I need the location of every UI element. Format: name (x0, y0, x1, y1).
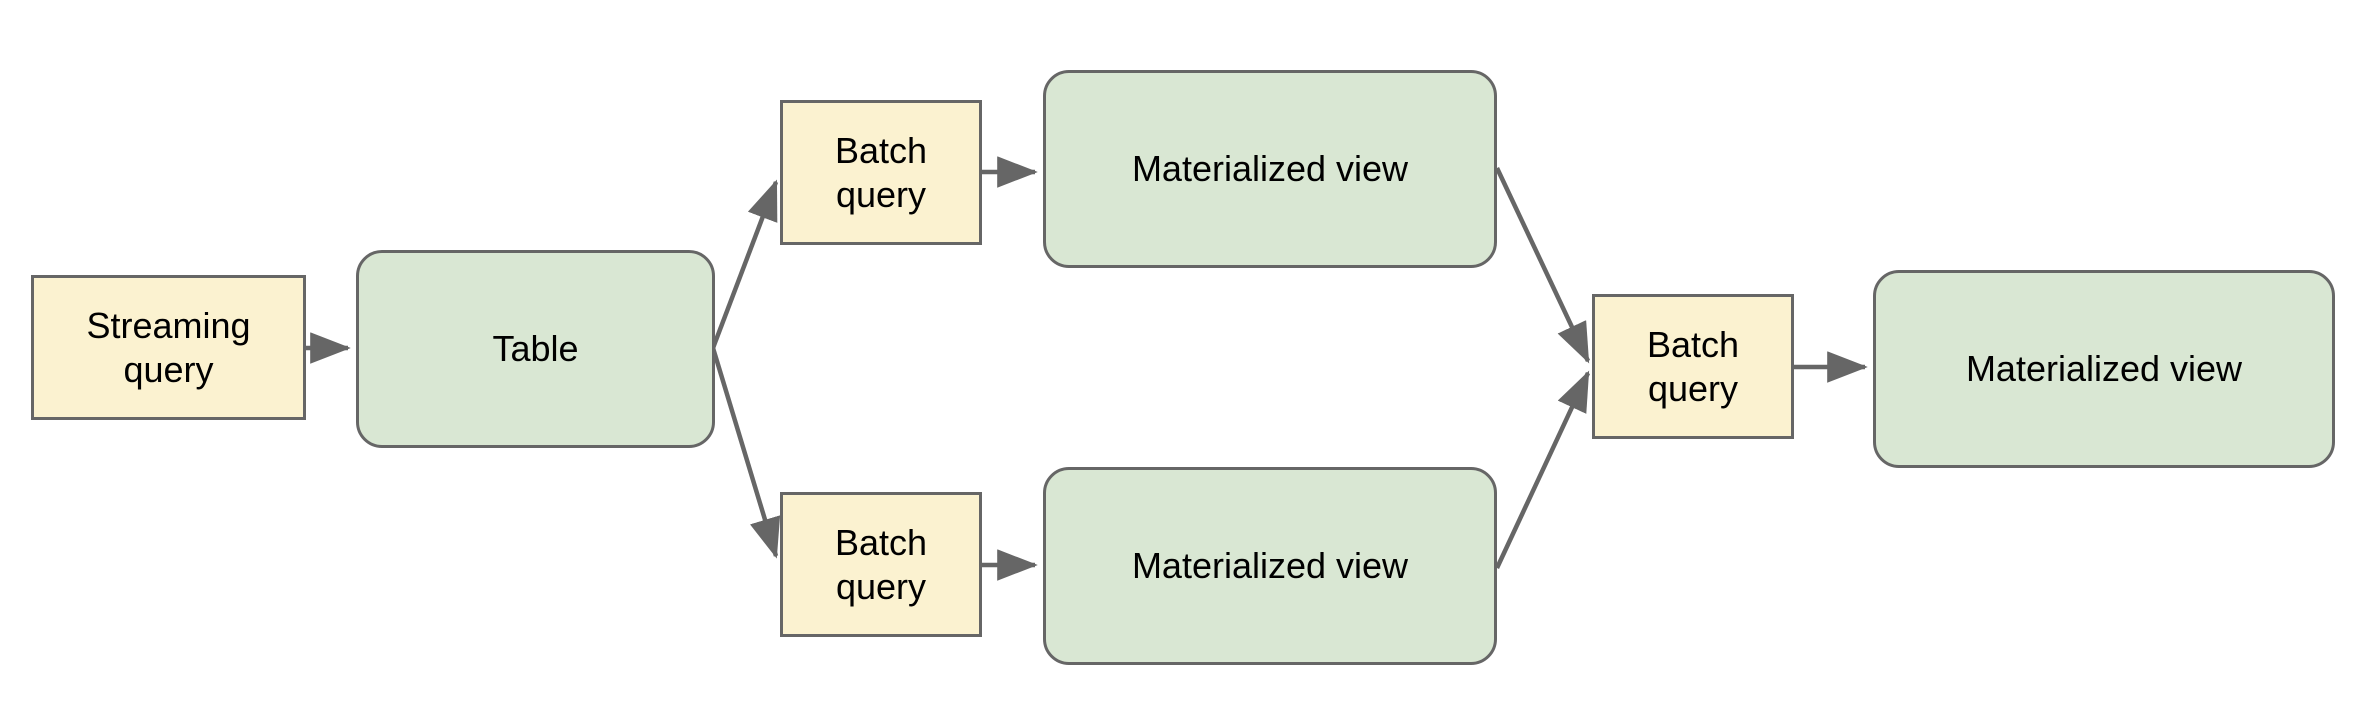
node-batch-query-bottom[interactable]: Batch query (780, 492, 982, 637)
node-table[interactable]: Table (356, 250, 715, 448)
node-materialized-view-bottom[interactable]: Materialized view (1043, 467, 1497, 665)
edge-materialized-view-top-to-batch-query-merge (1494, 167, 1591, 364)
node-streaming-query-label: Streaming query (86, 304, 251, 390)
node-batch-query-bottom-label: Batch query (834, 521, 928, 607)
edge-table-to-batch-query-bottom (710, 347, 781, 559)
node-materialized-view-bottom-label: Materialized view (1131, 545, 1409, 587)
node-streaming-query[interactable]: Streaming query (31, 275, 306, 420)
node-batch-query-merge-label: Batch query (1646, 323, 1740, 409)
node-materialized-view-final[interactable]: Materialized view (1873, 270, 2335, 468)
node-batch-query-merge[interactable]: Batch query (1592, 294, 1794, 439)
node-batch-query-top[interactable]: Batch query (780, 100, 982, 245)
node-materialized-view-top-label: Materialized view (1131, 148, 1409, 190)
node-materialized-view-final-label: Materialized view (1965, 348, 2243, 390)
edge-materialized-view-bottom-to-batch-query-merge (1494, 370, 1591, 569)
node-materialized-view-top[interactable]: Materialized view (1043, 70, 1497, 268)
node-batch-query-top-label: Batch query (834, 129, 928, 215)
edge-table-to-batch-query-top (710, 179, 779, 349)
node-table-label: Table (492, 328, 579, 370)
